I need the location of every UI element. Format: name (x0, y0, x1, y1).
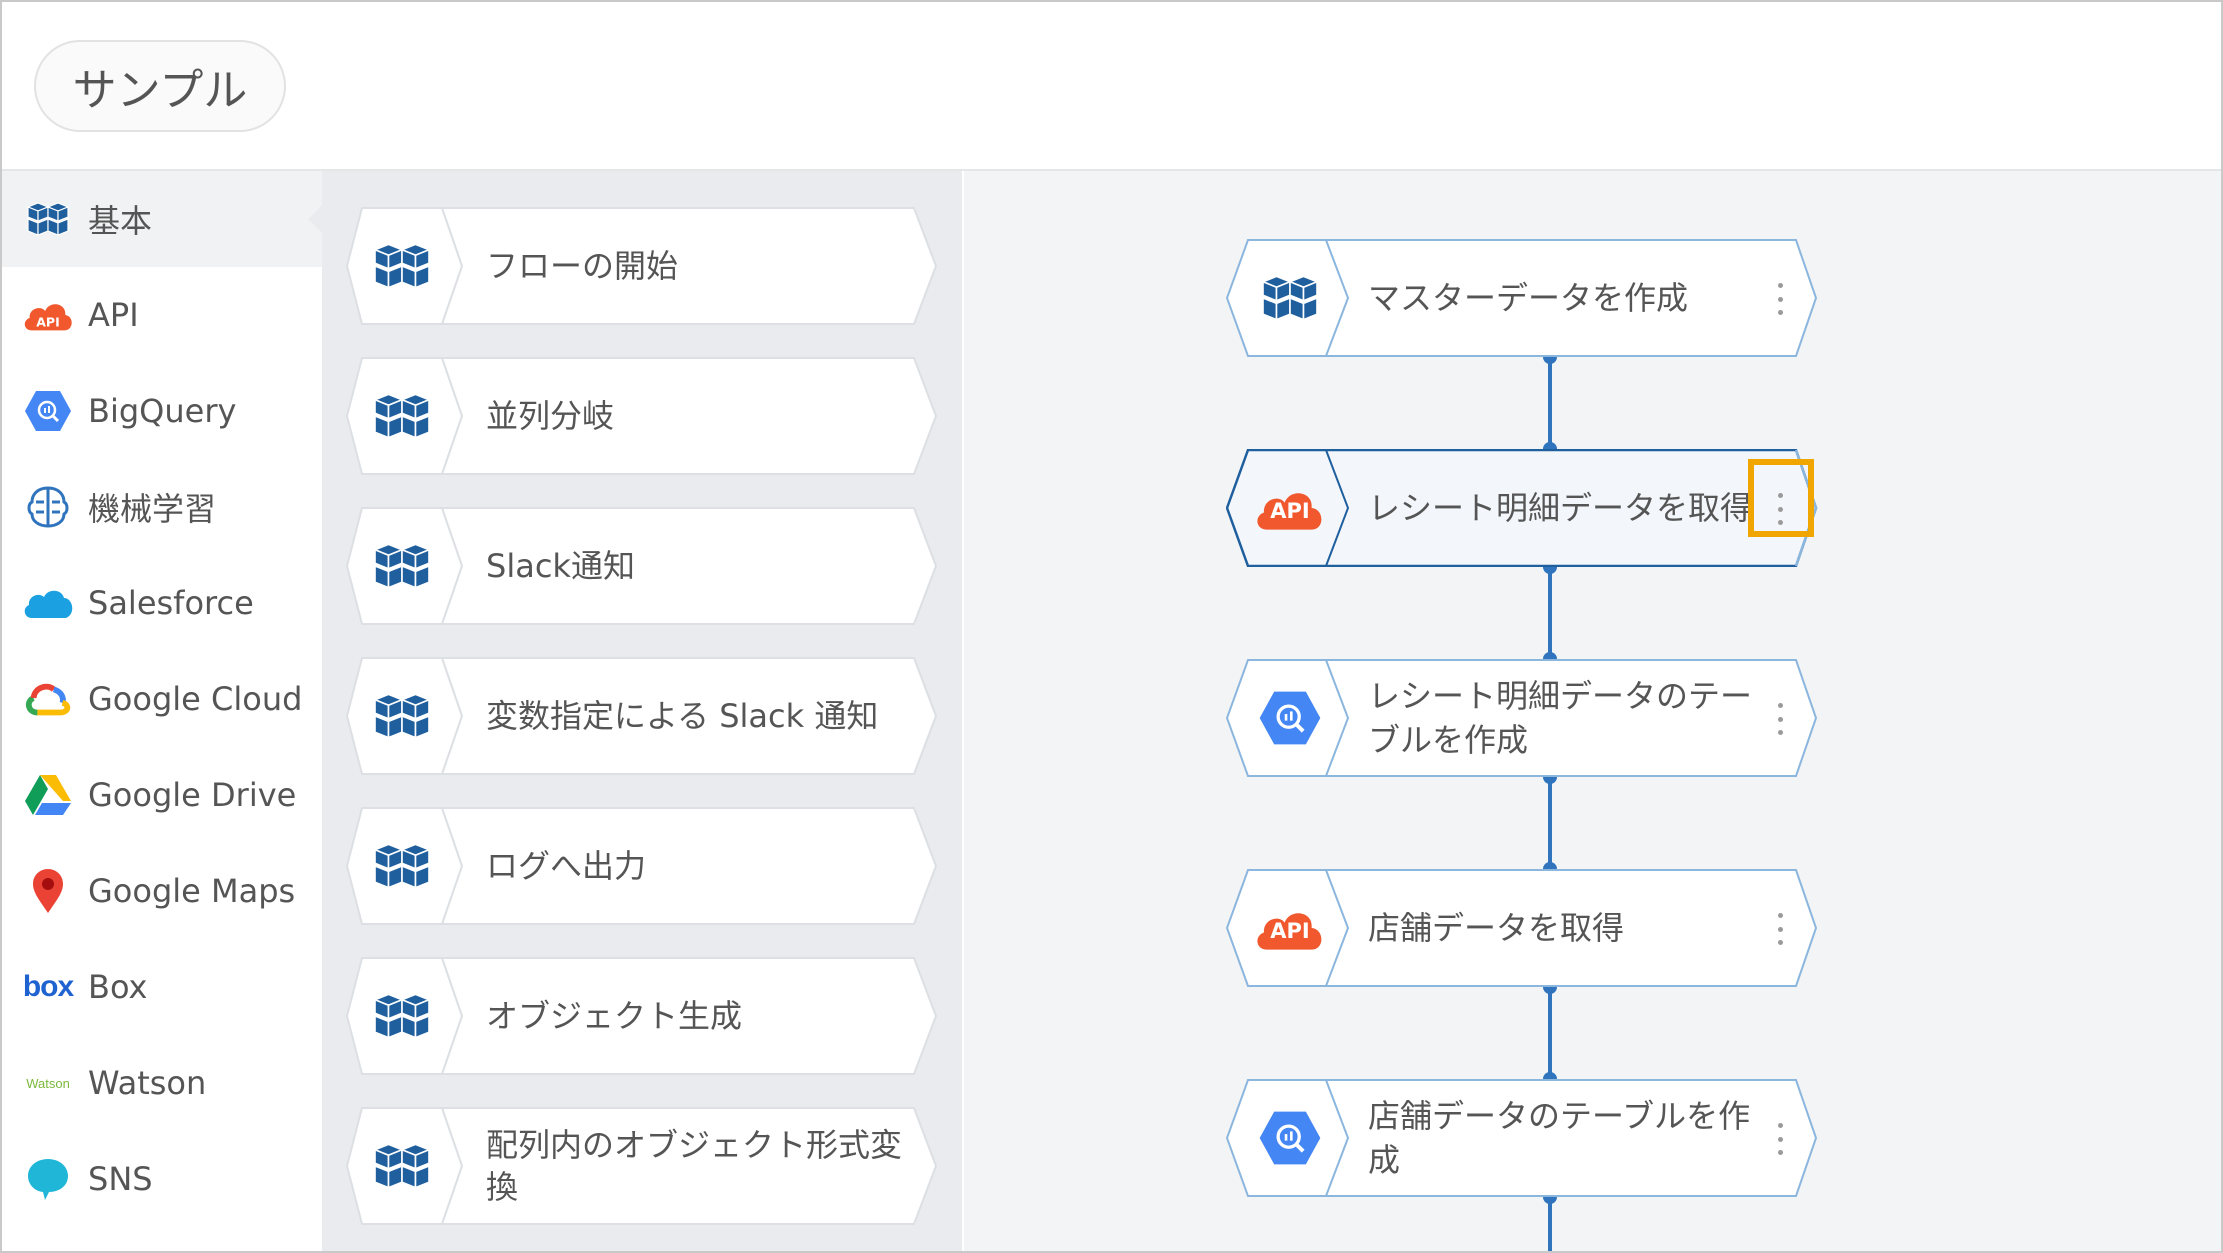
api-cloud-icon: API (1254, 475, 1326, 541)
flow-node-label: マスターデータを作成 (1368, 279, 1689, 317)
menu-highlight-box (1748, 459, 1814, 537)
sidebar-item-box[interactable]: box Box (2, 939, 322, 1035)
sidebar-item-label: Watson (88, 1064, 207, 1102)
cube-icon (368, 239, 436, 293)
chat-bubble-icon (22, 1153, 74, 1205)
sidebar-item-bigquery[interactable]: BigQuery (2, 363, 322, 459)
sidebar-item-machine-learning[interactable]: 機械学習 (2, 459, 322, 555)
palette-block-label: ログへ出力 (486, 847, 647, 885)
sidebar-item-api[interactable]: API API (2, 267, 322, 363)
flow-connector (1548, 1197, 1552, 1251)
sidebar-item-watson[interactable]: Watson Watson (2, 1035, 322, 1131)
palette-block[interactable]: フローの開始 (346, 207, 938, 325)
bigquery-icon (1254, 685, 1326, 751)
salesforce-cloud-icon (22, 577, 74, 629)
sidebar-item-label: Salesforce (88, 584, 254, 622)
svg-text:API: API (36, 315, 60, 330)
flow-node[interactable]: 店舗データのテーブルを作成 (1226, 1079, 1826, 1197)
sidebar-item-label: Google Maps (88, 872, 296, 910)
flow-node-label: レシート明細データを取得 (1368, 489, 1753, 527)
api-cloud-icon: API (1254, 895, 1326, 961)
sidebar-item-label: Box (88, 968, 148, 1006)
page-title: サンプル (34, 40, 286, 132)
watson-logo-icon: Watson (26, 1075, 70, 1091)
flow-node-label: レシート明細データのテーブルを作成 (1368, 677, 1753, 759)
brain-icon (22, 481, 74, 533)
more-vertical-icon[interactable] (1770, 493, 1790, 525)
flow-connector (1548, 777, 1552, 869)
cube-icon (368, 389, 436, 443)
palette-block[interactable]: 配列内のオブジェクト形式変換 (346, 1107, 938, 1225)
sidebar-item-label: 機械学習 (88, 490, 217, 528)
palette-block-label: 配列内のオブジェクト形式変換 (486, 1126, 903, 1206)
sidebar-item-label: API (88, 296, 139, 334)
palette-block-label: 変数指定による Slack 通知 (486, 697, 879, 735)
sidebar-item-basic[interactable]: 基本 (2, 171, 322, 267)
sidebar-item-label: SNS (88, 1160, 153, 1198)
palette-block-label: オブジェクト生成 (486, 997, 743, 1035)
palette-block-label: 並列分岐 (486, 397, 615, 435)
flow-connector (1548, 357, 1552, 449)
cube-icon (1254, 265, 1326, 331)
flow-canvas[interactable]: マスターデータを作成 API レシート明細データを取得レシート明細データのテーブルを… (964, 171, 2221, 1251)
palette-block-label: フローの開始 (486, 247, 679, 285)
block-palette: フローの開始 並列分岐 Slack通知 変数指定による Slack 通知 (322, 171, 962, 1251)
flow-node[interactable]: マスターデータを作成 (1226, 239, 1826, 357)
bigquery-icon (1254, 1105, 1326, 1171)
palette-block[interactable]: 変数指定による Slack 通知 (346, 657, 938, 775)
google-cloud-icon (22, 673, 74, 725)
header: サンプル (2, 2, 2221, 171)
palette-block[interactable]: オブジェクト生成 (346, 957, 938, 1075)
box-logo-icon: box (22, 970, 74, 1003)
google-drive-icon (22, 769, 74, 821)
sidebar-item-label: BigQuery (88, 392, 237, 430)
sidebar-item-salesforce[interactable]: Salesforce (2, 555, 322, 651)
cube-icon (22, 193, 74, 245)
cube-icon (368, 839, 436, 893)
flow-node-label: 店舗データのテーブルを作成 (1368, 1097, 1751, 1179)
api-label: API (1270, 919, 1310, 943)
cube-icon (368, 539, 436, 593)
flow-node-label: 店舗データを取得 (1368, 909, 1625, 947)
more-vertical-icon[interactable] (1770, 913, 1790, 945)
cube-icon (368, 1139, 436, 1193)
api-cloud-icon: API (22, 289, 74, 341)
map-pin-icon (22, 865, 74, 917)
sidebar-item-label: 基本 (88, 202, 153, 240)
more-vertical-icon[interactable] (1770, 1123, 1790, 1155)
sidebar-item-google-cloud[interactable]: Google Cloud (2, 651, 322, 747)
active-indicator (308, 205, 322, 233)
cube-icon (368, 989, 436, 1043)
flow-connector (1548, 987, 1552, 1079)
flow-node[interactable]: レシート明細データのテーブルを作成 (1226, 659, 1826, 777)
api-label: API (1270, 499, 1310, 523)
bigquery-icon (22, 385, 74, 437)
cube-icon (368, 689, 436, 743)
sidebar-item-google-maps[interactable]: Google Maps (2, 843, 322, 939)
more-vertical-icon[interactable] (1770, 283, 1790, 315)
sidebar-item-sns[interactable]: SNS (2, 1131, 322, 1227)
sidebar-item-label: Google Drive (88, 776, 297, 814)
flow-node[interactable]: API 店舗データを取得 (1226, 869, 1826, 987)
sidebar-item-google-drive[interactable]: Google Drive (2, 747, 322, 843)
flow-node[interactable]: API レシート明細データを取得 (1226, 449, 1826, 567)
palette-block-label: Slack通知 (486, 547, 635, 585)
more-vertical-icon[interactable] (1770, 703, 1790, 735)
flow-connector (1548, 567, 1552, 659)
palette-block[interactable]: 並列分岐 (346, 357, 938, 475)
palette-block[interactable]: Slack通知 (346, 507, 938, 625)
palette-block[interactable]: ログへ出力 (346, 807, 938, 925)
category-sidebar: 基本 API API BigQuery (2, 171, 322, 1251)
sidebar-item-label: Google Cloud (88, 680, 303, 718)
